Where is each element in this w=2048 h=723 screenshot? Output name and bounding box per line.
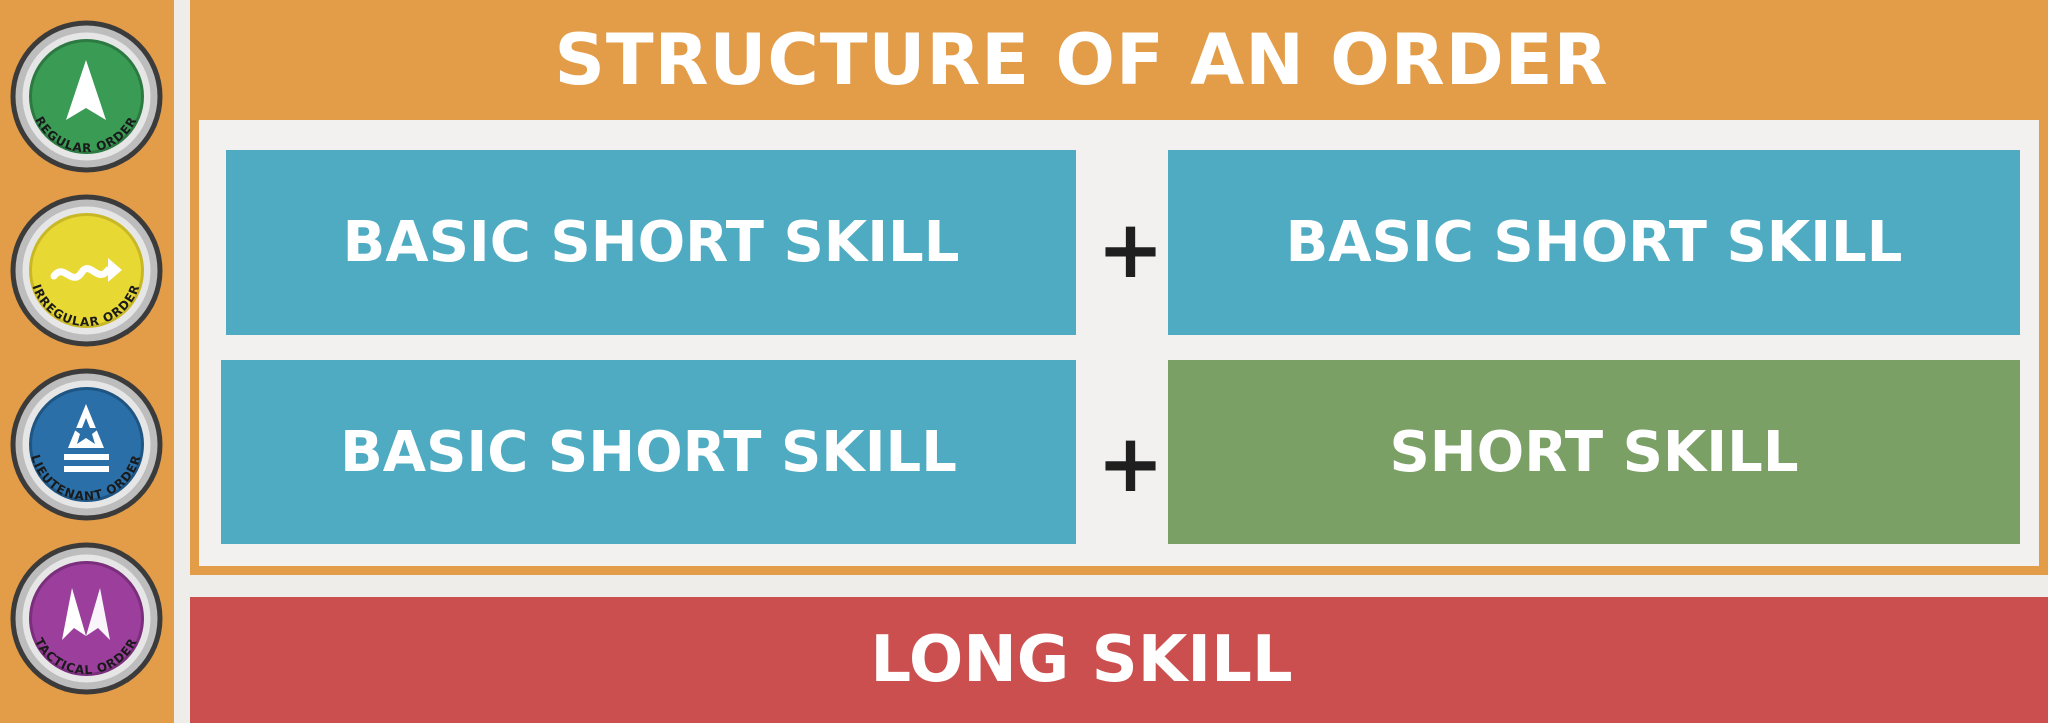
skill-box-row1-right: BASIC SHORT SKILL: [1168, 150, 2020, 335]
plus-operator: +: [1097, 203, 1165, 296]
title-banner: STRUCTURE OF AN ORDER: [190, 0, 2048, 120]
regular-order-icon: REGULAR ORDER: [10, 20, 163, 173]
order-token-sidebar: REGULAR ORDER IRREGULAR ORDER: [0, 0, 174, 723]
skill-box-row2-right: SHORT SKILL: [1168, 360, 2020, 544]
lieutenant-order-icon: LIEUTENANT ORDER: [10, 368, 163, 521]
skill-label: BASIC SHORT SKILL: [342, 210, 960, 275]
skill-label: BASIC SHORT SKILL: [1285, 210, 1903, 275]
plus-operator: +: [1097, 417, 1165, 510]
page-title: STRUCTURE OF AN ORDER: [554, 19, 1609, 101]
skill-box-row1-left: BASIC SHORT SKILL: [226, 150, 1076, 335]
regular-order-token: REGULAR ORDER: [8, 18, 165, 175]
irregular-order-token: IRREGULAR ORDER: [8, 192, 165, 349]
tactical-order-token: TACTICAL ORDER: [8, 540, 165, 697]
lieutenant-order-token: LIEUTENANT ORDER: [8, 366, 165, 523]
sidebar-divider: [174, 0, 190, 723]
long-skill-banner: LONG SKILL: [190, 597, 2048, 723]
long-skill-label: LONG SKILL: [870, 623, 1293, 697]
tactical-order-icon: TACTICAL ORDER: [10, 542, 163, 695]
irregular-order-icon: IRREGULAR ORDER: [10, 194, 163, 347]
skill-box-row2-left: BASIC SHORT SKILL: [221, 360, 1076, 544]
skill-label: SHORT SKILL: [1389, 419, 1799, 485]
skill-label: BASIC SHORT SKILL: [340, 419, 957, 485]
